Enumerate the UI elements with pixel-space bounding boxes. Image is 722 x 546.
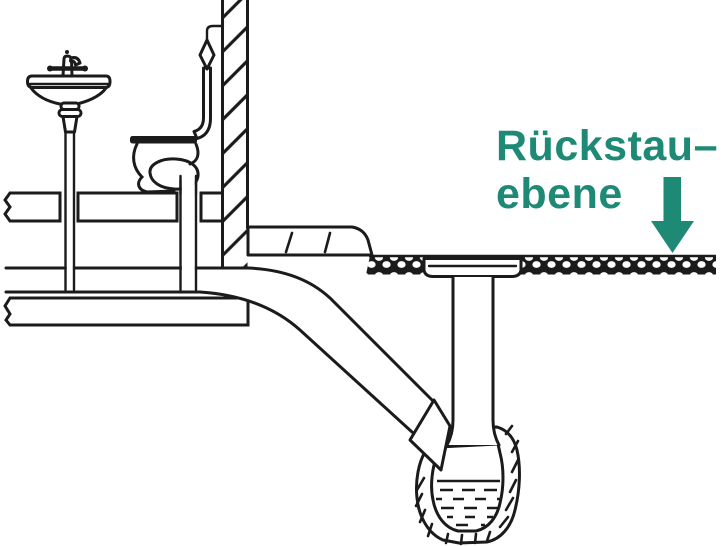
street-surface — [366, 254, 716, 275]
basement-floor-slab — [3, 296, 250, 327]
sump-rim-hatching — [414, 424, 520, 546]
flush-valve — [198, 38, 216, 71]
backflow-level-label-line2: ebene — [496, 170, 623, 218]
basin-trap — [57, 101, 83, 134]
toilet-outlet-pipe — [179, 178, 198, 292]
down-arrow-icon — [651, 177, 694, 253]
faucet — [47, 50, 88, 78]
gully-cover — [422, 257, 523, 278]
toilet-seat — [130, 136, 197, 144]
toilet — [130, 136, 200, 196]
washbasin-waste-pipe — [64, 130, 76, 292]
house-drain-pipe — [4, 266, 436, 434]
basin — [26, 74, 112, 107]
gully-vertical-pipe — [445, 275, 501, 447]
bathroom-floor-slab — [3, 191, 224, 223]
flush-supply-stub — [205, 24, 225, 43]
washbasin — [26, 50, 112, 134]
backflow-level-label-line1: Rückstau– — [496, 122, 718, 170]
exterior-ground-ledge — [246, 225, 374, 257]
flush-pipe — [192, 24, 225, 140]
backflow-level-annotation: Rückstau– ebene — [496, 122, 718, 253]
gully-water — [436, 479, 501, 527]
drain-pipe-end — [408, 398, 452, 472]
masonry-wall — [221, 0, 249, 270]
